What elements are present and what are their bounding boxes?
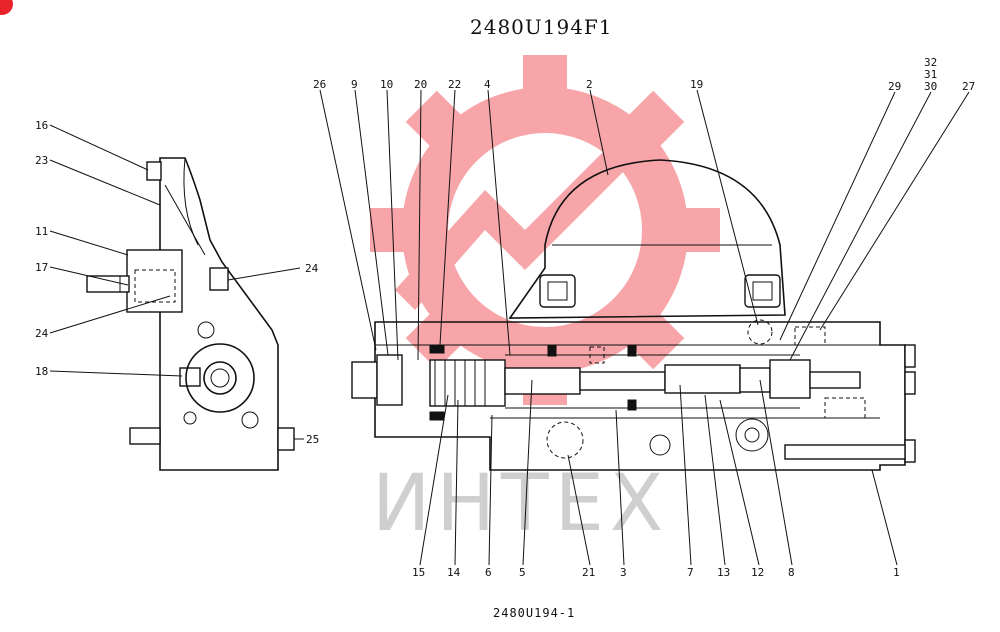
callout-15: 15 bbox=[412, 566, 425, 579]
callout-27: 27 bbox=[962, 80, 975, 93]
callout-2: 2 bbox=[586, 78, 593, 91]
callout-8: 8 bbox=[788, 566, 795, 579]
side-view bbox=[86, 157, 295, 471]
callout-24-left: 24 bbox=[35, 327, 49, 340]
diagram-title: 2480U194F1 bbox=[470, 15, 613, 39]
callout-29: 29 bbox=[888, 80, 901, 93]
watermark-logo bbox=[370, 55, 720, 405]
callout-31: 31 bbox=[924, 68, 937, 81]
callout-9: 9 bbox=[351, 78, 358, 91]
main-section-view bbox=[351, 159, 916, 471]
callout-13: 13 bbox=[717, 566, 730, 579]
callout-19: 19 bbox=[690, 78, 703, 91]
callout-6: 6 bbox=[485, 566, 492, 579]
callout-22: 22 bbox=[448, 78, 461, 91]
callout-20: 20 bbox=[414, 78, 427, 91]
callout-3: 3 bbox=[620, 566, 627, 579]
callout-30: 30 bbox=[924, 80, 937, 93]
callout-26: 26 bbox=[313, 78, 326, 91]
callout-18: 18 bbox=[35, 365, 48, 378]
callout-4: 4 bbox=[484, 78, 491, 91]
leader-lines bbox=[49, 89, 970, 566]
callout-1: 1 bbox=[893, 566, 900, 579]
callout-17: 17 bbox=[35, 261, 48, 274]
callout-24-right: 24 bbox=[305, 262, 319, 275]
corner-badge bbox=[0, 0, 13, 15]
callout-32: 32 bbox=[924, 56, 937, 69]
callout-12: 12 bbox=[751, 566, 764, 579]
callout-16: 16 bbox=[35, 119, 48, 132]
callout-25: 25 bbox=[306, 433, 319, 446]
diagram-caption: 2480U194-1 bbox=[493, 606, 575, 620]
watermark-text: ИНТЕХ bbox=[372, 459, 669, 549]
callout-7: 7 bbox=[687, 566, 694, 579]
callout-5: 5 bbox=[519, 566, 526, 579]
callout-labels: 16 23 11 17 24 24 18 25 26 9 10 20 22 4 … bbox=[35, 56, 975, 579]
callout-23: 23 bbox=[35, 154, 48, 167]
callout-11: 11 bbox=[35, 225, 48, 238]
callout-10: 10 bbox=[380, 78, 393, 91]
callout-14: 14 bbox=[447, 566, 461, 579]
callout-21: 21 bbox=[582, 566, 595, 579]
